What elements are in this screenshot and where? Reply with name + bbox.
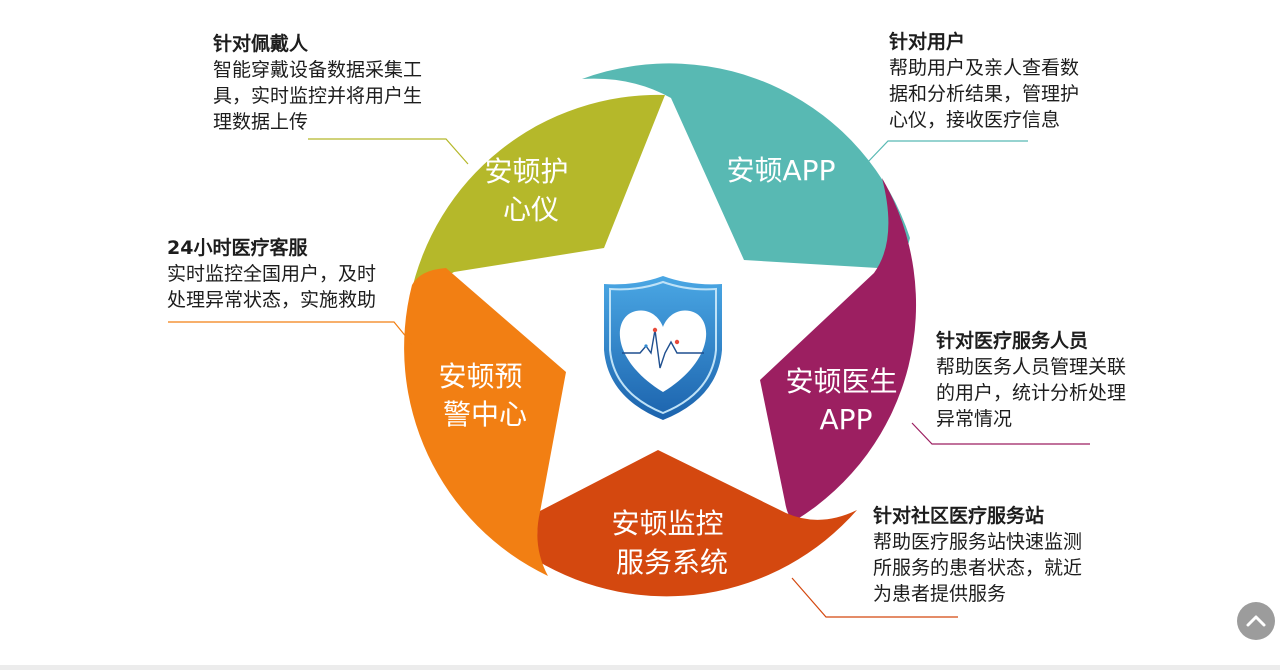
annotation-community-title: 针对社区医疗服务站 bbox=[873, 505, 1045, 527]
heart-shield-icon bbox=[604, 276, 722, 420]
annotation-community-line: 所服务的患者状态，就近 bbox=[873, 557, 1083, 579]
annotation-service: 24小时医疗客服 实时监控全国用户，及时 处理异常状态，实施救助 bbox=[167, 235, 376, 313]
annotation-user: 针对用户 帮助用户及亲人查看数 据和分析结果，管理护 心仪，接收医疗信息 bbox=[889, 29, 1079, 133]
annotation-community: 针对社区医疗服务站 帮助医疗服务站快速监测 所服务的患者状态，就近 为患者提供服… bbox=[873, 503, 1082, 607]
annotation-medical-staff: 针对医疗服务人员 帮助医务人员管理关联 的用户，统计分析处理 异常情况 bbox=[936, 328, 1126, 432]
annotation-wearer-line: 具，实时监控并将用户生 bbox=[213, 85, 423, 107]
segment-bottom-label: 安顿监控 服务系统 bbox=[612, 507, 733, 579]
leader-lines bbox=[168, 138, 1090, 618]
chevron-up-icon bbox=[1246, 615, 1266, 627]
annotation-user-line: 帮助用户及亲人查看数 bbox=[889, 57, 1080, 79]
footer-divider bbox=[0, 665, 1280, 670]
segment-left: 安顿预 警中心 bbox=[404, 268, 566, 576]
annotation-service-line: 实时监控全国用户，及时 bbox=[167, 263, 377, 285]
annotation-user-title: 针对用户 bbox=[889, 31, 966, 53]
annotation-service-line: 处理异常状态，实施救助 bbox=[167, 289, 377, 311]
annotation-medical-staff-line: 异常情况 bbox=[936, 408, 1013, 430]
annotation-user-line: 心仪，接收医疗信息 bbox=[889, 109, 1061, 131]
annotation-user-line: 据和分析结果，管理护 bbox=[889, 83, 1080, 105]
annotation-wearer-line: 理数据上传 bbox=[213, 111, 309, 133]
annotation-service-title: 24小时医疗客服 bbox=[167, 237, 308, 259]
ecg-line bbox=[622, 329, 704, 369]
segment-top-right: 安顿APP bbox=[582, 63, 910, 269]
annotation-medical-staff-line: 帮助医务人员管理关联 bbox=[936, 356, 1127, 378]
segment-top-left-label: 安顿护 心仪 bbox=[485, 155, 578, 226]
annotation-wearer: 针对佩戴人 智能穿戴设备数据采集工 具，实时监控并将用户生 理数据上传 bbox=[213, 31, 422, 135]
annotation-wearer-line: 智能穿戴设备数据采集工 bbox=[213, 59, 423, 81]
segment-left-label: 安顿预 警中心 bbox=[439, 360, 532, 431]
segment-right-label: 安顿医生 APP bbox=[786, 365, 907, 436]
segment-bottom: 安顿监控 服务系统 bbox=[536, 450, 857, 597]
annotation-medical-staff-title: 针对医疗服务人员 bbox=[936, 330, 1089, 352]
annotation-medical-staff-line: 的用户，统计分析处理 bbox=[936, 382, 1127, 404]
scroll-to-top-button[interactable] bbox=[1237, 602, 1275, 640]
annotation-wearer-title: 针对佩戴人 bbox=[213, 33, 309, 55]
annotation-community-line: 为患者提供服务 bbox=[873, 583, 1007, 605]
annotation-community-line: 帮助医疗服务站快速监测 bbox=[873, 531, 1083, 553]
segment-top-left: 安顿护 心仪 bbox=[410, 94, 665, 298]
segment-top-right-label: 安顿APP bbox=[727, 154, 836, 187]
segment-right: 安顿医生 APP bbox=[760, 178, 917, 520]
